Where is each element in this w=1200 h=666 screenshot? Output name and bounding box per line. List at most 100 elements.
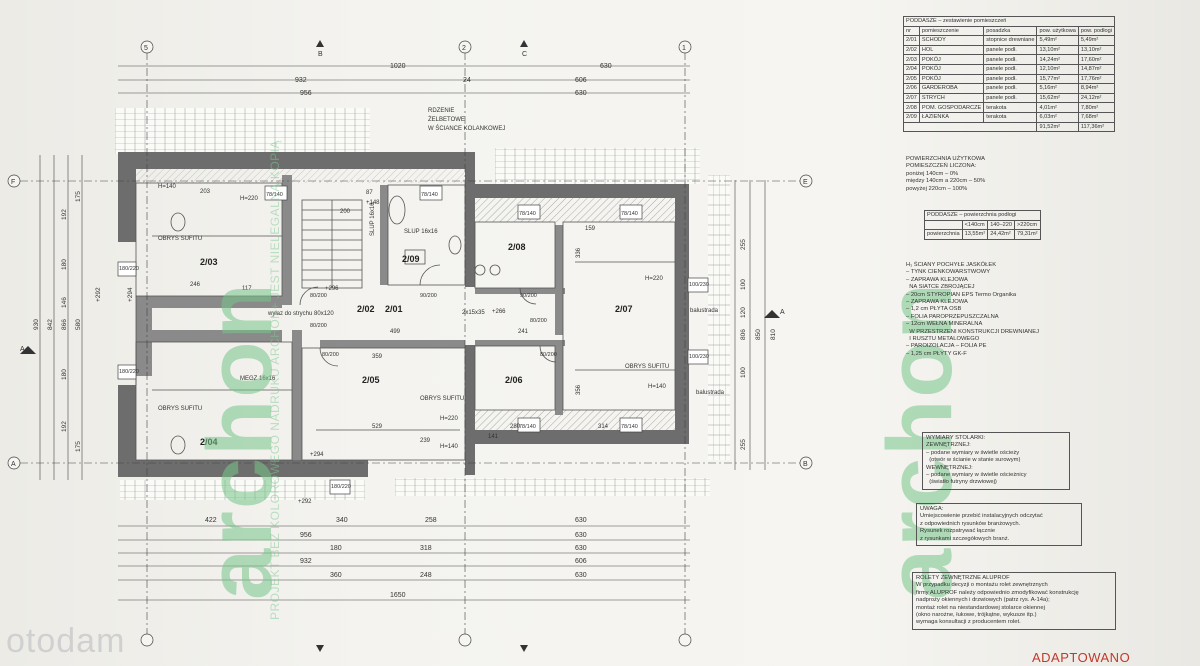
room-table-cell: 17,60m² bbox=[1077, 54, 1115, 65]
wall-west-lower bbox=[118, 385, 136, 477]
room-2-08: 2/08 bbox=[508, 242, 526, 252]
roof-tiles-right bbox=[708, 175, 730, 460]
room-table-cell: 2/01 bbox=[903, 35, 920, 46]
svg-text:180/220: 180/220 bbox=[119, 266, 139, 272]
svg-text:422: 422 bbox=[205, 517, 217, 524]
svg-text:866: 866 bbox=[61, 319, 68, 330]
svg-text:1020: 1020 bbox=[390, 63, 406, 70]
room-table-cell: 5,49m² bbox=[1036, 35, 1079, 46]
note-line: – PAROIZOLACJA – FOLIA PE bbox=[906, 343, 987, 350]
room-table-cell: panele podł. bbox=[983, 73, 1038, 85]
svg-text:MEGZ 16x16: MEGZ 16x16 bbox=[240, 376, 276, 382]
note-line: z rysunkami szczegółowych branż. bbox=[920, 535, 1010, 542]
svg-text:+292: +292 bbox=[95, 287, 102, 302]
adapted-stamp: ADAPTOWANO bbox=[1032, 650, 1131, 665]
svg-text:842: 842 bbox=[47, 319, 54, 330]
room-table-cell: SCHODY bbox=[918, 35, 985, 46]
watermark-notice-left: PROJEKT BEZ KOLOROWEGO NADRUKU ARCHON+ J… bbox=[268, 140, 282, 620]
svg-text:80/200: 80/200 bbox=[540, 352, 557, 358]
room-table-cell: 6,03m² bbox=[1036, 111, 1079, 123]
note-line: WEWNĘTRZNEJ: bbox=[926, 464, 973, 471]
roof-tiles-top-left bbox=[115, 108, 370, 154]
room-table-cell: POM. GOSPODARCZE bbox=[918, 102, 985, 113]
note-line: – 20cm STYROPIAN EPS Termo Organika bbox=[906, 291, 1017, 298]
svg-text:175: 175 bbox=[75, 191, 82, 202]
room-table-cell: 2/06 bbox=[903, 83, 920, 94]
room-2-04: 2/04 bbox=[200, 437, 218, 447]
svg-text:H=220: H=220 bbox=[645, 276, 664, 282]
svg-text:RDZENIE: RDZENIE bbox=[428, 108, 454, 114]
floor-area-table: PODDASZE – powierzchnia podłogi <140cm 1… bbox=[924, 210, 1041, 240]
svg-text:630: 630 bbox=[575, 572, 587, 579]
note-line: firmy ALUPROF należy odpowiednio zmodyfi… bbox=[916, 589, 1079, 596]
svg-text:180/220: 180/220 bbox=[119, 369, 139, 375]
svg-text:606: 606 bbox=[575, 558, 587, 565]
room-table-cell: panele podł. bbox=[983, 63, 1038, 75]
room-table-cell: panele podł. bbox=[983, 83, 1038, 94]
wall-mid-lower bbox=[465, 345, 475, 475]
install-note: UWAGA: Umiejscowienie przebić instalacyj… bbox=[916, 503, 1082, 547]
note-line: – 1,25 cm PŁYTY GK-F bbox=[906, 350, 967, 357]
wall-east bbox=[675, 184, 689, 444]
svg-text:314: 314 bbox=[598, 424, 609, 430]
room-2-06: 2/06 bbox=[505, 375, 523, 385]
svg-text:+266: +266 bbox=[492, 309, 506, 315]
svg-text:255: 255 bbox=[740, 439, 747, 450]
svg-text:+292: +292 bbox=[298, 499, 312, 505]
wall-south-right bbox=[473, 430, 685, 444]
section-a-left: A bbox=[20, 346, 25, 353]
room-table-cell: 2/02 bbox=[903, 44, 920, 56]
wall-west-upper bbox=[118, 152, 136, 242]
svg-text:340: 340 bbox=[336, 517, 348, 524]
note-line: – podane wymiary w świetle ościeżnicy bbox=[926, 472, 1027, 479]
svg-text:78/140: 78/140 bbox=[621, 424, 638, 430]
svg-text:H=220: H=220 bbox=[240, 196, 259, 202]
svg-text:78/140: 78/140 bbox=[519, 424, 536, 430]
svg-text:239: 239 bbox=[420, 438, 431, 444]
svg-text:180: 180 bbox=[61, 369, 68, 380]
svg-text:180: 180 bbox=[330, 545, 342, 552]
svg-text:H=140: H=140 bbox=[648, 384, 667, 390]
room-table-cell: 2/08 bbox=[903, 102, 920, 113]
svg-text:356: 356 bbox=[576, 384, 582, 395]
section-a-right: A bbox=[780, 309, 785, 316]
room-table-cell: 2/07 bbox=[903, 92, 920, 104]
room-table-cell: HOL bbox=[918, 44, 985, 56]
svg-text:255: 255 bbox=[740, 239, 747, 250]
svg-text:630: 630 bbox=[575, 90, 587, 97]
svg-text:360: 360 bbox=[330, 572, 342, 579]
total-length: 1650 bbox=[390, 592, 406, 599]
roof-tiles-bottom-right bbox=[395, 478, 710, 496]
note-line: – 1,2 cm PŁYTA OSB bbox=[906, 306, 962, 313]
svg-text:192: 192 bbox=[61, 209, 68, 220]
svg-text:336: 336 bbox=[576, 247, 582, 258]
roof-tiles-bottom-left bbox=[120, 480, 365, 500]
note-line: (otwór w ścianie w stanie surowym) bbox=[926, 457, 1021, 464]
svg-text:24: 24 bbox=[463, 77, 471, 84]
svg-text:SLUP 16x16: SLUP 16x16 bbox=[370, 202, 376, 236]
room-table-cell: stopnice drewniane bbox=[983, 35, 1038, 46]
note-line: I RUSZTU METALOWEGO bbox=[906, 336, 980, 343]
room-table-cell: 2/03 bbox=[903, 54, 920, 65]
svg-text:100/230: 100/230 bbox=[689, 282, 709, 288]
note-line: W przypadku decyzji o montażu rolet zewn… bbox=[916, 582, 1048, 589]
svg-text:200: 200 bbox=[340, 209, 351, 215]
svg-text:606: 606 bbox=[575, 77, 587, 84]
note-line: – TYNK CIENKOWARSTWOWY bbox=[906, 269, 991, 276]
svg-text:141: 141 bbox=[488, 434, 499, 440]
wall-north-left bbox=[118, 152, 473, 169]
note-line: – podane wymiary w świetle ościeży bbox=[926, 449, 1020, 456]
room-table-cell: GARDEROBA bbox=[918, 83, 985, 94]
note-line: Rysunek rozpatrywać łącznie bbox=[920, 528, 996, 535]
svg-text:180/220: 180/220 bbox=[331, 484, 351, 490]
usable-area-note: POWIERZCHNIA UŻYTKOWA POMIESZCZEŃ LICZON… bbox=[906, 156, 986, 192]
svg-text:246: 246 bbox=[190, 282, 201, 288]
svg-text:A: A bbox=[11, 461, 16, 468]
room-table-cell: 14,24m² bbox=[1036, 54, 1079, 65]
svg-text:H=220: H=220 bbox=[440, 416, 459, 422]
